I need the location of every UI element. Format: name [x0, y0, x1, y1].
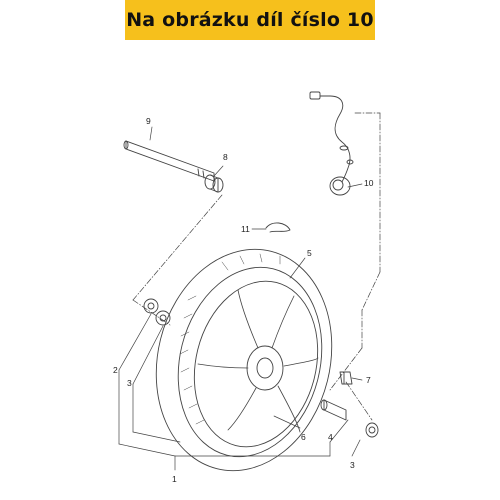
part-number-2: 2 — [113, 365, 118, 375]
bearing-left-part — [155, 310, 171, 326]
part-number-9: 9 — [146, 116, 151, 126]
reference-lines — [132, 112, 381, 421]
valve-part — [339, 371, 353, 385]
wheel-axle-part — [123, 140, 215, 182]
leader-lines — [118, 126, 363, 471]
part-number-11: 11 — [241, 224, 250, 234]
banner-title: Na obrázku díl číslo 10 — [126, 9, 374, 31]
part-number-6: 6 — [301, 432, 306, 442]
clip-part — [265, 222, 291, 233]
part-number-1: 1 — [172, 474, 177, 484]
part-number-8: 8 — [223, 152, 228, 162]
oil-seal-left-part — [143, 298, 159, 314]
part-number-4: 4 — [328, 432, 333, 442]
part-number-3-right: 3 — [350, 460, 355, 470]
spacer-part — [320, 399, 347, 421]
collar-part — [204, 174, 224, 193]
part-number-10: 10 — [364, 178, 374, 188]
speed-sensor-part — [309, 91, 354, 196]
part-number-7: 7 — [366, 375, 371, 385]
bearing-right-part — [365, 422, 379, 438]
wheel-part — [155, 248, 333, 472]
part-number-5: 5 — [307, 248, 312, 258]
page-banner: Na obrázku díl číslo 10 — [125, 0, 375, 40]
part-numbers: 9 8 10 11 5 7 2 3 6 4 3 1 — [113, 116, 374, 484]
part-number-3-left: 3 — [127, 378, 132, 388]
